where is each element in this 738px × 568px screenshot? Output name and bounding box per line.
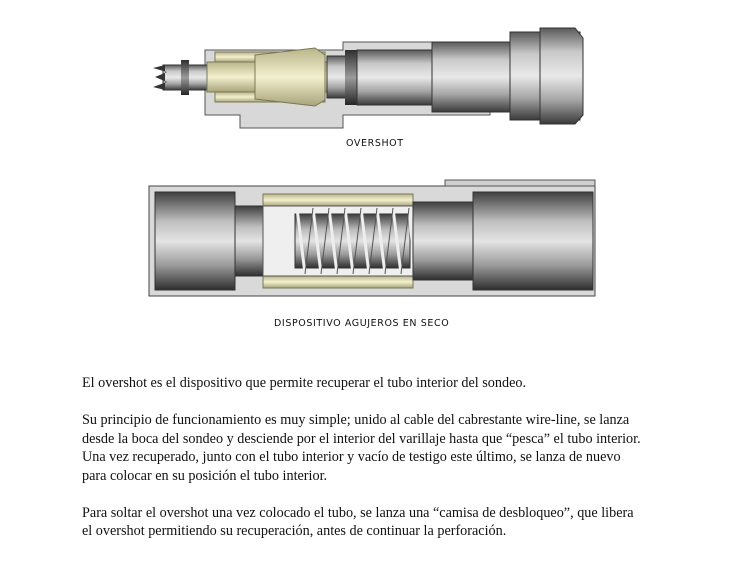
paragraph-3-line-2: el overshot permitiendo su recuperación,… (82, 523, 507, 539)
dry-hole-device-caption: DISPOSITIVO AGUJEROS EN SECO (274, 318, 450, 329)
paragraph-3-line-1: Para soltar el overshot una vez colocado… (82, 504, 634, 521)
body-text: El overshot es el dispositivo que permit… (82, 374, 722, 541)
overshot-illustration (153, 27, 584, 129)
overshot-caption: OVERSHOT (346, 138, 404, 149)
paragraph-2-line-4: para colocar en su posición el tubo inte… (82, 467, 328, 484)
paragraph-spacer (82, 393, 722, 412)
paragraph-2-line-2: desde la boca del sondeo y desciende por… (82, 430, 641, 447)
paragraph-1-line-1: El overshot es el dispositivo que permit… (82, 375, 527, 391)
dry-hole-device-illustration (148, 179, 596, 297)
paragraph-2-line-1: Su principio de funcionamiento es muy si… (82, 412, 630, 428)
paragraph-2-line-3: Una vez recuperado, junto con el tubo in… (82, 449, 621, 465)
paragraph-spacer (82, 485, 722, 504)
